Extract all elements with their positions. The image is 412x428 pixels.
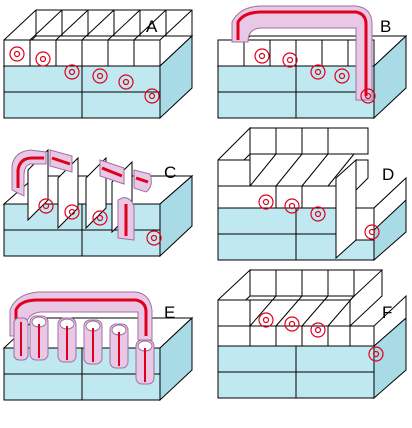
panel-f: F <box>217 268 407 400</box>
panel-label-c: C <box>164 163 176 182</box>
panel-label-e: E <box>164 303 175 322</box>
panel-label-b: B <box>380 17 391 36</box>
panel-a: A <box>2 9 194 120</box>
panel-b: B <box>216 5 408 120</box>
panel-label-f: F <box>382 303 392 322</box>
panel-d: D <box>217 126 407 262</box>
panel-e: E <box>2 291 194 402</box>
panel-label-d: D <box>382 165 394 184</box>
panel-label-a: A <box>146 17 158 36</box>
panel-c: C <box>2 148 194 258</box>
